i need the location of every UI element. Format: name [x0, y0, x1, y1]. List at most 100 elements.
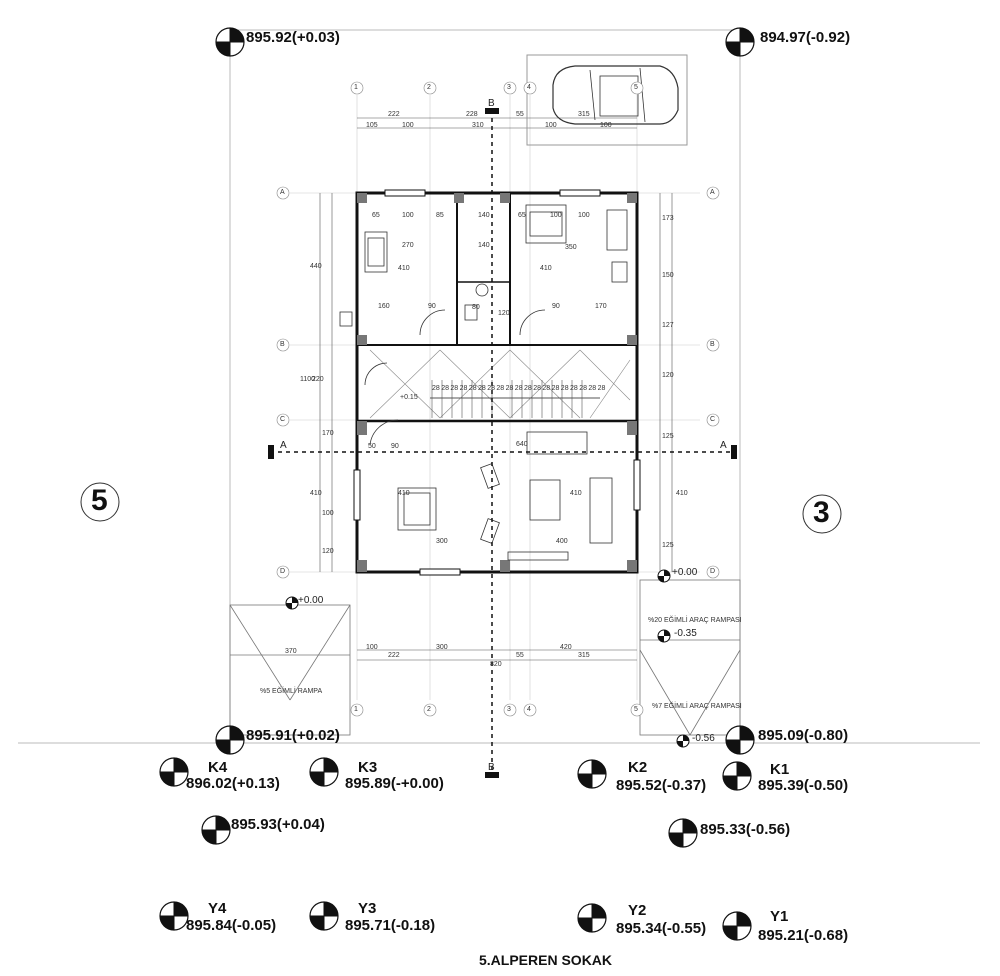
road-point-value: 895.71(-0.18) [345, 917, 436, 934]
survey-marker-k2 [577, 759, 607, 789]
bottom-dim: 300 [436, 644, 448, 651]
axis-label-col-4-bottom: 4 [527, 706, 531, 713]
right-dim: 150 [662, 272, 674, 279]
axis-label-col-1: 1 [354, 84, 358, 91]
stair-tread-dim: 28 [496, 385, 505, 392]
survey-marker-top-right [725, 27, 755, 57]
road-point-label: Y3 [358, 900, 377, 917]
door-swings [364, 309, 546, 446]
left-dim: 410 [310, 490, 322, 497]
axis-label-col-3: 3 [507, 84, 511, 91]
room-dim: 140 [478, 212, 490, 219]
room-dim: 300 [436, 538, 448, 545]
ramp-label-right-lower: %7 EĞİMLİ ARAÇ RAMPASI [652, 703, 742, 710]
room-dim: 90 [428, 303, 436, 310]
section-marker-a-right: A [720, 440, 727, 451]
room-dim: 400 [556, 538, 568, 545]
room-dim: 100 [578, 212, 590, 219]
stair-hatch [369, 349, 631, 419]
stair-tread-dim: 28 [588, 385, 597, 392]
survey-marker-k1 [722, 761, 752, 791]
road-point-value: 895.34(-0.55) [616, 920, 707, 937]
level-marker-ramp-end [676, 734, 690, 748]
room-dim: 270 [402, 242, 414, 249]
axis-label-col-1-bottom: 1 [354, 706, 358, 713]
room-dim: 410 [398, 265, 410, 272]
room-dim: 50 [368, 443, 376, 450]
furniture [339, 204, 628, 561]
level-ramp-end: -0.56 [692, 733, 715, 744]
left-dim: 120 [322, 548, 334, 555]
right-dim: 125 [662, 542, 674, 549]
bottom-dim: 222 [388, 652, 400, 659]
stair-tread-dim: 28 [579, 385, 587, 392]
stair-tread-dim: 28 [551, 385, 560, 392]
top-dim: 222 [388, 111, 400, 118]
corner-point-value: 896.02(+0.13) [186, 775, 280, 792]
stair-tread-dim: 28 [542, 385, 551, 392]
axis-label-row-d-right: D [710, 568, 716, 575]
neighbor-circle-left [80, 482, 120, 522]
stair-tread-dim: 28 [514, 385, 523, 392]
axis-label-row-c-right: C [710, 416, 716, 423]
stair-tread-dim: 28 [432, 385, 440, 392]
corner-point-label: K4 [208, 759, 228, 776]
level-entry-left: +0.00 [298, 595, 324, 606]
top-dim: 55 [516, 111, 524, 118]
top-dim: 100 [545, 122, 557, 129]
axis-label-col-3-bottom: 3 [507, 706, 511, 713]
right-dim: 173 [662, 215, 674, 222]
level-inner: +0.15 [400, 394, 418, 401]
building-walls [353, 189, 641, 576]
top-dim: 315 [578, 111, 590, 118]
top-dim: 228 [466, 111, 478, 118]
stair-tread-dim: 28 [487, 385, 495, 392]
road-point-value: 895.84(-0.05) [186, 917, 277, 934]
axis-label-row-a: A [280, 189, 285, 196]
room-dim: 65 [372, 212, 380, 219]
top-dim: 105 [366, 122, 378, 129]
axis-label-col-5: 5 [634, 84, 638, 91]
stair-tread-dim: 28 [478, 385, 486, 392]
left-dim: 220 [312, 376, 324, 383]
elevation-top-right: 894.97(-0.92) [760, 29, 851, 46]
survey-markers [159, 27, 755, 941]
bottom-dim: 100 [366, 644, 378, 651]
road-point-label: Y4 [208, 900, 227, 917]
survey-marker-y4 [159, 901, 189, 931]
axis-label-row-b: B [280, 341, 285, 348]
survey-marker-y3 [309, 901, 339, 931]
stair-tread-dim: 28 [441, 385, 449, 392]
section-marker-b-bottom: B [488, 762, 495, 773]
dimension-lines [319, 117, 673, 661]
left-dim: 1100 [300, 376, 316, 383]
survey-marker-y1 [722, 911, 752, 941]
section-marker-b-top: B [488, 98, 495, 109]
road-point-label: Y1 [770, 908, 789, 925]
room-dim: 410 [570, 490, 582, 497]
elevation-top-left: 895.92(+0.03) [246, 29, 340, 46]
top-dim: 310 [472, 122, 484, 129]
survey-marker-mid-right [668, 818, 698, 848]
stair-tread-dim: 28 [450, 385, 459, 392]
elevation-bottom-right: 895.09(-0.80) [758, 727, 849, 744]
room-dim: 170 [595, 303, 607, 310]
axis-label-col-2-bottom: 2 [427, 706, 431, 713]
room-dim: 350 [565, 244, 577, 251]
elevation-mid-left: 895.93(+0.04) [231, 816, 325, 833]
bottom-dim-total: 820 [490, 661, 502, 668]
elevation-mid-right: 895.33(-0.56) [700, 821, 791, 838]
corner-point-value: 895.52(-0.37) [616, 777, 707, 794]
stair-tread-dim: 28 [560, 385, 569, 392]
room-dim: 410 [540, 265, 552, 272]
axis-label-col-4: 4 [527, 84, 531, 91]
right-dim: 410 [676, 490, 688, 497]
room-dim: 65 [518, 212, 526, 219]
axis-label-row-d: D [280, 568, 286, 575]
stair-tread-dim: 28 [468, 385, 477, 392]
room-dim: 410 [398, 490, 410, 497]
survey-marker-k4 [159, 757, 189, 787]
level-marker-entry-right [657, 569, 671, 583]
corner-point-label: K2 [628, 759, 648, 776]
